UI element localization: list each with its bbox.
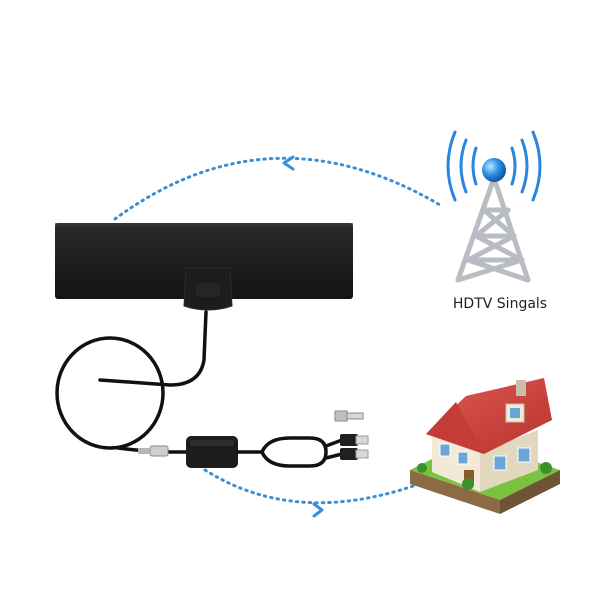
f-connector-plug — [138, 445, 169, 457]
usb-plug-icon — [340, 434, 369, 446]
signal-path-arrow-bottom — [203, 468, 432, 518]
flat-antenna-icon — [55, 223, 353, 311]
house-icon — [410, 378, 560, 514]
signal-path-arrow-top — [113, 155, 442, 221]
usb-plug-icon — [340, 448, 369, 460]
amplifier-box-icon — [186, 436, 238, 468]
coax-cable — [55, 310, 208, 454]
broadcast-tower-icon — [446, 130, 542, 283]
hdtv-signals-caption: HDTV Singals — [452, 296, 548, 312]
usb-cable — [236, 436, 344, 468]
coax-adapter-icon — [334, 410, 364, 422]
